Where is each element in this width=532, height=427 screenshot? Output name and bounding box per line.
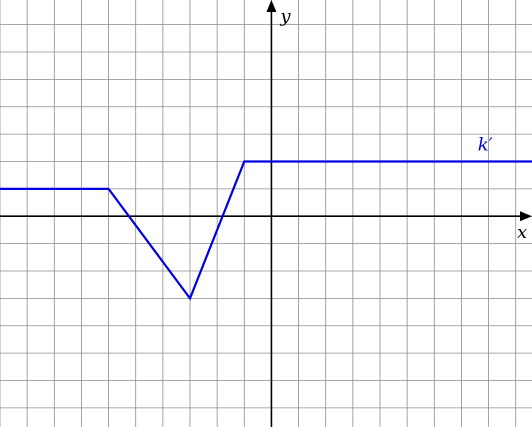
y-axis-label: y	[279, 6, 291, 27]
y-axis-arrow-icon	[266, 0, 277, 12]
series-layer: k′	[0, 135, 532, 301]
x-axis-label: x	[517, 222, 527, 243]
x-axis-arrow-icon	[520, 211, 532, 222]
series-line-k-prime	[0, 160, 532, 301]
series-label-k-prime: k′	[478, 135, 493, 156]
